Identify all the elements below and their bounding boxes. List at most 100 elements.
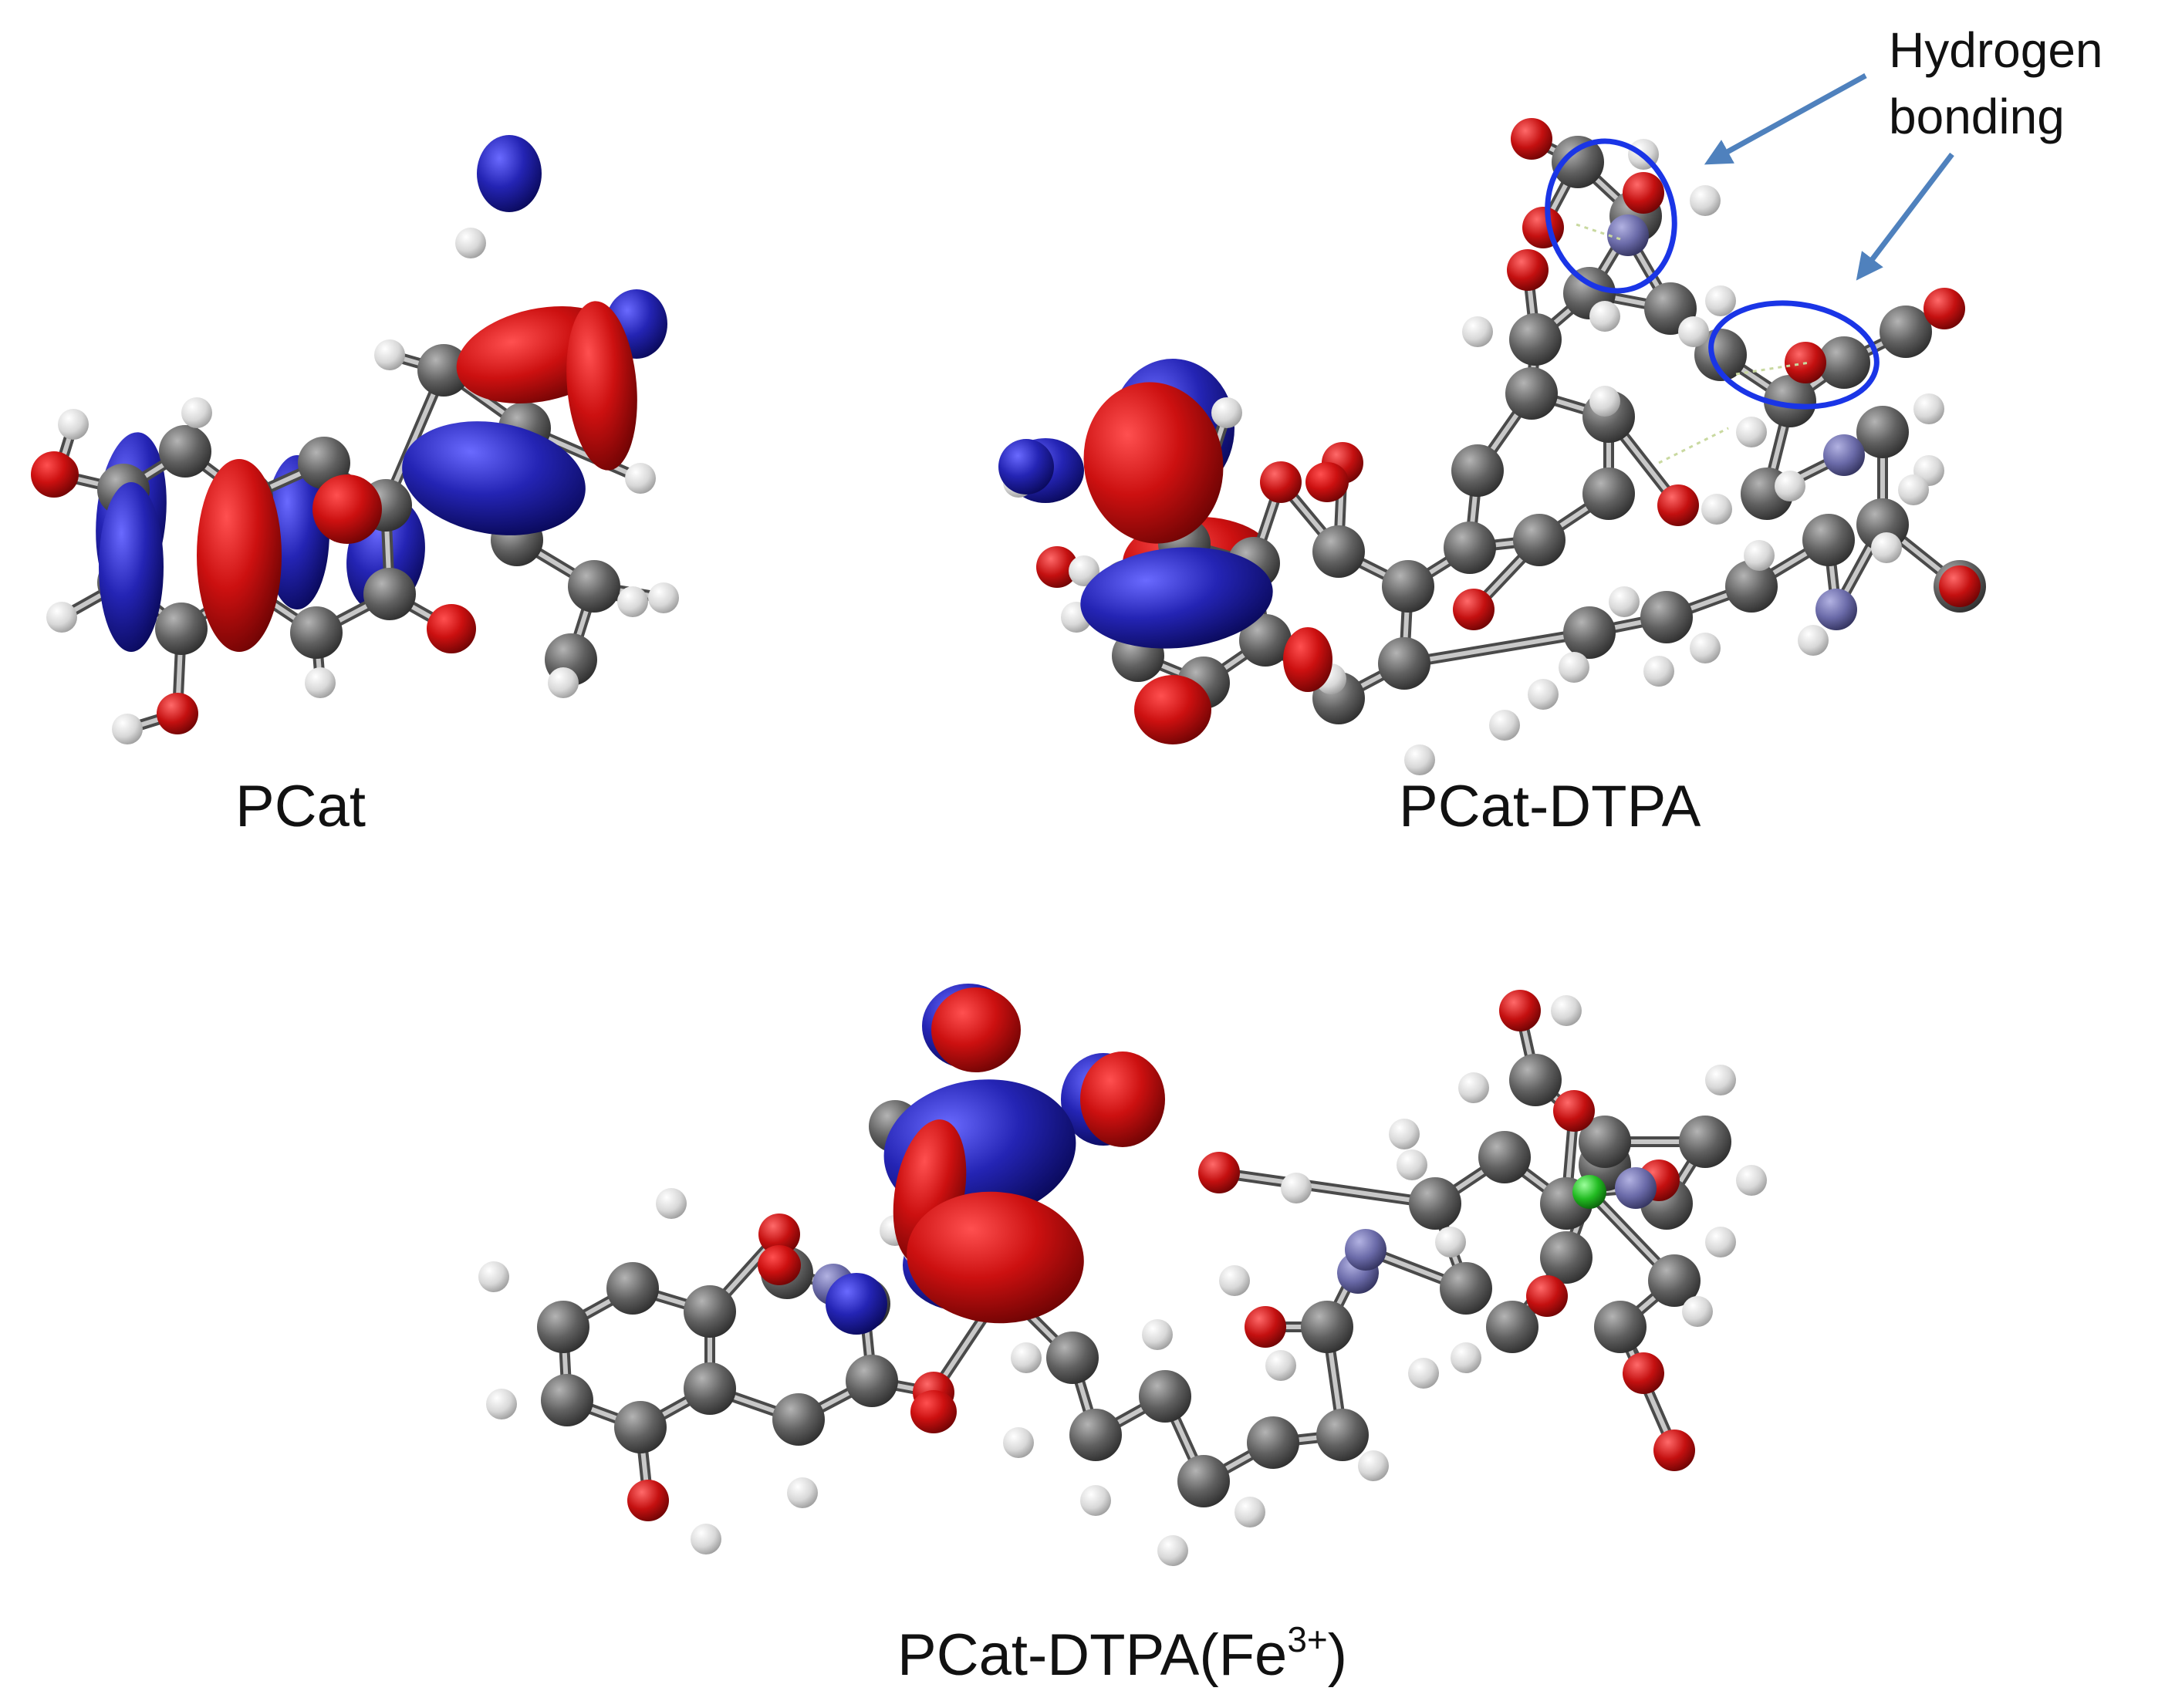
carbon-atom [417,344,470,397]
orbital-lobe-positive [1083,382,1224,544]
carbon-atom [159,425,211,478]
label-pcat-dtpa-fe-charge: 3+ [1287,1619,1328,1659]
oxygen-atom [1511,118,1552,160]
carbon-atom [1563,606,1616,659]
carbon-atom [1239,614,1292,667]
hydrogen-bond-dash-3 [1658,427,1729,464]
carbon-atom [614,1401,667,1453]
hydrogen-atom [455,228,486,258]
carbon-atom [1509,1054,1562,1106]
hydrogen-atom [1589,386,1620,417]
carbon-atom [1382,560,1434,613]
carbon-atom [684,1285,736,1338]
hydrogen-atom [1408,1358,1439,1389]
hydrogen-atom [1489,710,1520,741]
oxygen-atom [1260,461,1302,503]
hydrogen-atom [1435,1227,1466,1257]
oxygen-atom [1522,207,1564,248]
orbital-lobe-positive [31,451,77,498]
hydrogen-bonding-annotation: Hydrogen bonding [1889,17,2103,150]
hydrogen-atom [181,397,212,428]
hydrogen-atom [617,586,648,617]
carbon-atom [1579,1116,1631,1168]
carbon-atom [1505,367,1558,420]
hydrogen-atom [1705,285,1736,316]
hydrogen-atom [1690,633,1721,663]
carbon-atom [537,1301,589,1353]
carbon-atom [1247,1416,1299,1469]
hydrogen-atom [1705,1065,1736,1095]
hydrogen-atom [1701,494,1732,525]
hydrogen-atom [1682,1296,1713,1327]
oxygen-atom [1623,172,1664,214]
label-pcat-dtpa-fe-end: ) [1327,1622,1348,1688]
orbital-lobe-positive [758,1245,801,1285]
carbon-atom [1694,329,1747,381]
hydrogen-atom [1898,474,1929,505]
orbital-lobes-front [31,301,1349,1433]
oxygen-atom [1036,546,1078,588]
hydrogen-atom [486,1389,517,1419]
hydrogen-atom [691,1524,721,1554]
oxygen-atom [1657,484,1699,526]
hydrogen-atom [1871,532,1902,563]
annotation-arrow-2 [1856,152,1954,281]
hydrogen-atom [1281,1173,1312,1203]
hydrogen-atom [648,582,679,613]
hydrogen-atom [1775,471,1805,501]
orbital-lobe-positive [427,604,476,653]
carbon-atom [1880,305,1932,358]
nitrogen-atom [1615,1167,1657,1209]
orbital-lobe-positive [1283,627,1332,692]
iron-atom [1572,1175,1606,1209]
oxygen-atom [1939,565,1981,607]
orbital-lobe-positive [1305,462,1349,502]
label-pcat-dtpa-fe-main: PCat-DTPA(Fe [897,1622,1288,1688]
hydrogen-atom [1358,1450,1389,1481]
annotation-overlay [1545,73,1954,464]
orbital-lobe-positive [566,301,637,471]
hydrogen-atom [1451,1342,1481,1373]
hydrogen-atom [625,463,656,494]
hydrogen-atom [1609,586,1640,617]
hydrogen-atom [1462,316,1493,347]
carbon-atom [772,1393,825,1446]
carbon-atom [606,1262,659,1315]
orbital-lobe-negative [402,421,586,535]
bond-highlight [1217,1170,1437,1206]
carbon-atom [1509,313,1562,366]
hydrogen-atom [1690,185,1721,216]
orbital-lobe-positive [907,1191,1084,1324]
oxygen-atom [1653,1430,1695,1471]
hydrogen-atom [787,1477,818,1508]
hydrogen-atom [112,714,143,744]
nitrogen-atom [1823,434,1865,476]
carbon-atom [1312,525,1365,578]
hydrogen-atom [1643,656,1674,687]
carbon-atom [1818,336,1870,389]
atom-layer [37,118,1986,1566]
carbon-atom [1540,1231,1593,1284]
hydrogen-atom [1559,652,1589,683]
orbital-lobe-positive [910,1390,957,1433]
orbital-lobe-negative [1080,547,1273,649]
hydrogen-atom [1458,1072,1489,1103]
carbon-atom [363,568,416,620]
hydrogen-atom [46,602,77,633]
label-pcat-dtpa: PCat-DTPA [1399,774,1701,839]
carbon-atom [1648,1254,1701,1307]
carbon-atom [1444,522,1496,574]
carbon-atom [1640,591,1693,643]
orbital-lobe-negative [998,439,1054,495]
hydrogen-atom [1011,1342,1042,1373]
hydrogen-atom [305,667,336,698]
hydrogen-atom [1528,679,1559,710]
bond-highlight [1402,630,1592,666]
orbital-lobe-positive [931,987,1021,1072]
hydrogen-atom [1211,397,1242,428]
carbon-atom [1139,1370,1191,1423]
carbon-atom [1725,560,1778,613]
hydrogen-atom [1389,1119,1420,1149]
